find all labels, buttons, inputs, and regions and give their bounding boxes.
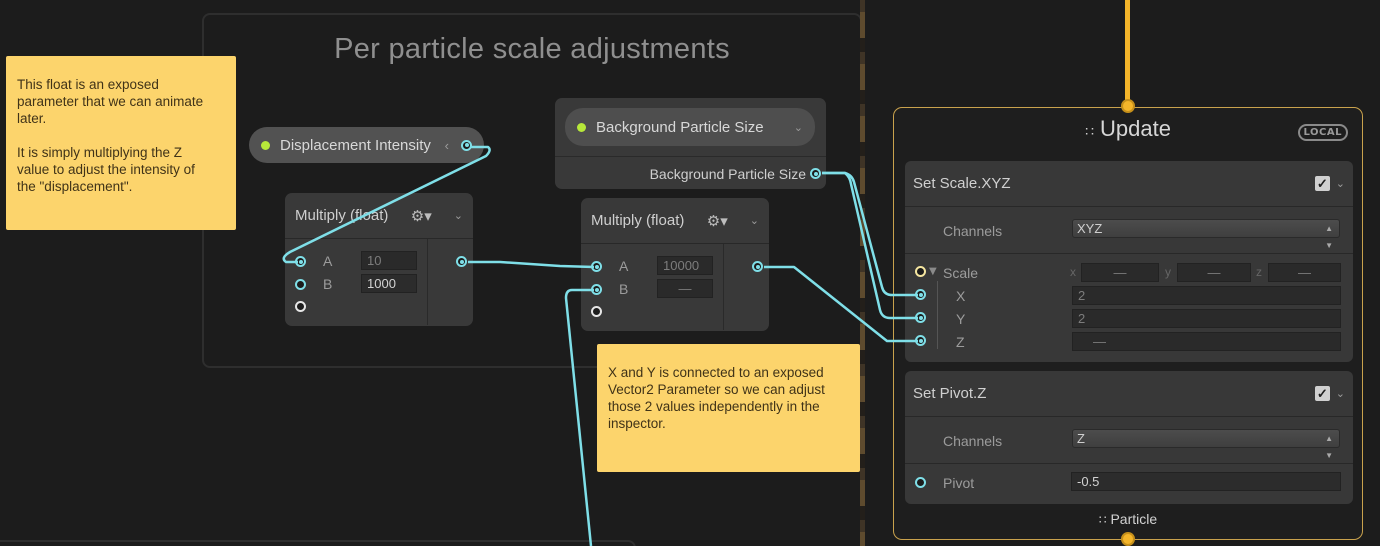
divider [905,253,1353,254]
y-label: y [1165,265,1171,279]
output-label: Background Particle Size [649,166,806,182]
parameter-displacement-intensity[interactable]: Displacement Intensity ‹ [249,127,484,163]
node-header[interactable]: Multiply (float) ⚙▾ ⌄ [285,193,473,239]
block-title: Set Scale.XYZ [913,175,1011,192]
component-field-x[interactable]: 2 [1072,286,1341,305]
divider [905,463,1353,464]
channels-dropdown[interactable]: XYZ ▲▼ [1072,219,1340,250]
component-field-y[interactable]: 2 [1072,309,1341,328]
output-column-divider [427,239,428,325]
input-label-b: B [619,281,629,297]
parameter-node-background-size[interactable]: Background Particle Size ⌄ Background Pa… [555,98,826,189]
wire-multiply1-to-multiply2 [468,260,595,269]
output-port[interactable] [752,261,763,272]
gear-icon[interactable]: ⚙▾ [706,212,728,230]
multiply-node-2[interactable]: Multiply (float) ⚙▾ ⌄ A 10000 B — [581,198,769,331]
scale-x-field[interactable]: — [1081,263,1159,282]
component-label-z: Z [956,334,965,350]
wire-bgsize-to-y [822,171,918,320]
update-context[interactable]: ∷ Update LOCAL Set Scale.XYZ ✓ ⌄ Channels… [893,107,1363,540]
updown-arrows-icon: ▲▼ [1325,224,1333,250]
output-flow-port[interactable] [1121,532,1135,546]
block-header[interactable]: Set Scale.XYZ ✓ ⌄ [905,161,1353,207]
z-label: z [1256,265,1262,279]
wire-displacement-to-multiply1 [282,145,491,264]
node-header[interactable]: Multiply (float) ⚙▾ ⌄ [581,198,769,244]
node-title: Multiply (float) [591,212,685,229]
scale-z-field[interactable]: — [1268,263,1341,282]
wire-multiply2-to-z [764,265,918,343]
parameter-label: Background Particle Size [596,118,764,136]
divider [555,156,826,157]
chevron-down-icon[interactable]: ⌄ [793,121,803,134]
output-column-divider [723,244,724,330]
output-port[interactable] [456,256,467,267]
local-badge[interactable]: LOCAL [1297,124,1348,141]
component-label-y: Y [956,311,966,327]
input-field-a[interactable]: 10000 [657,256,713,275]
particle-system-icon: ∷ [1098,513,1107,527]
input-label-b: B [323,276,333,292]
scale-label: Scale [943,265,979,281]
block-title: Set Pivot.Z [913,385,987,402]
channels-dropdown[interactable]: Z ▲▼ [1072,429,1340,460]
chevron-down-icon[interactable]: ⌄ [1335,178,1345,190]
x-label: x [1070,265,1076,279]
input-field-b[interactable]: — [657,279,713,298]
parameter-label: Displacement Intensity [280,136,431,154]
output-port[interactable] [461,139,472,151]
input-field-b[interactable]: 1000 [361,274,417,293]
particle-system-icon: ∷ [1085,123,1094,139]
node-title: Multiply (float) [295,207,389,224]
sticky-note-displacement[interactable]: This float is an exposed parameter that … [6,56,236,230]
add-input-port[interactable] [295,301,306,312]
component-field-z[interactable]: — [1072,332,1341,351]
channels-label: Channels [943,223,1003,239]
multiply-node-1[interactable]: Multiply (float) ⚙▾ ⌄ A 10 B 1000 [285,193,473,326]
context-title[interactable]: ∷ Update [894,116,1362,142]
pivot-input-port[interactable] [915,477,926,488]
chevron-down-icon[interactable]: ⌄ [453,210,463,222]
output-port[interactable] [810,168,821,179]
scale-input-port[interactable] [915,266,926,277]
updown-arrows-icon: ▲▼ [1325,434,1333,460]
exposed-dot-icon [577,122,586,132]
expand-triangle-icon[interactable]: ▼ [929,266,937,277]
chevron-left-icon[interactable]: ‹ [444,137,449,153]
exposed-dot-icon [261,140,270,150]
add-input-port[interactable] [591,306,602,317]
pivot-field[interactable]: -0.5 [1071,472,1341,491]
input-label-a: A [619,258,629,274]
output-flow-label: Particle [1110,511,1158,527]
group-title[interactable]: Per particle scale adjustments [334,33,730,65]
wire-bgsize-to-x [822,171,918,297]
chevron-down-icon[interactable]: ⌄ [1335,388,1345,400]
chevron-down-icon[interactable]: ⌄ [749,215,759,227]
parameter-background-particle-size[interactable]: Background Particle Size ⌄ [565,108,815,146]
component-label-x: X [956,288,966,304]
enabled-checkbox[interactable]: ✓ [1314,176,1330,191]
gear-icon[interactable]: ⚙▾ [410,207,432,225]
input-label-a: A [323,253,333,269]
wire-vector2-to-multiply2-b [564,288,594,546]
sticky-note-vector2[interactable]: X and Y is connected to an exposed Vecto… [597,344,860,472]
channels-label: Channels [943,433,1003,449]
input-port-b[interactable] [295,279,306,290]
input-field-a[interactable]: 10 [361,251,417,270]
enabled-checkbox[interactable]: ✓ [1314,386,1330,401]
pivot-label: Pivot [943,475,975,491]
block-set-scale[interactable]: Set Scale.XYZ ✓ ⌄ Channels XYZ ▲▼ ▼ Scal… [905,161,1353,362]
channels-value: Z [1077,431,1085,446]
block-set-pivot[interactable]: Set Pivot.Z ✓ ⌄ Channels Z ▲▼ Pivot -0.5 [905,371,1353,504]
input-flow-port[interactable] [1121,99,1135,113]
flow-connection[interactable] [1125,0,1130,100]
channels-value: XYZ [1077,221,1103,236]
scale-y-field[interactable]: — [1177,263,1251,282]
block-header[interactable]: Set Pivot.Z ✓ ⌄ [905,371,1353,417]
dashed-guide-line [860,0,865,546]
context-title-text: Update [1099,116,1171,141]
output-flow-slot[interactable]: ∷Particle [894,511,1362,527]
tree-line [937,281,938,349]
